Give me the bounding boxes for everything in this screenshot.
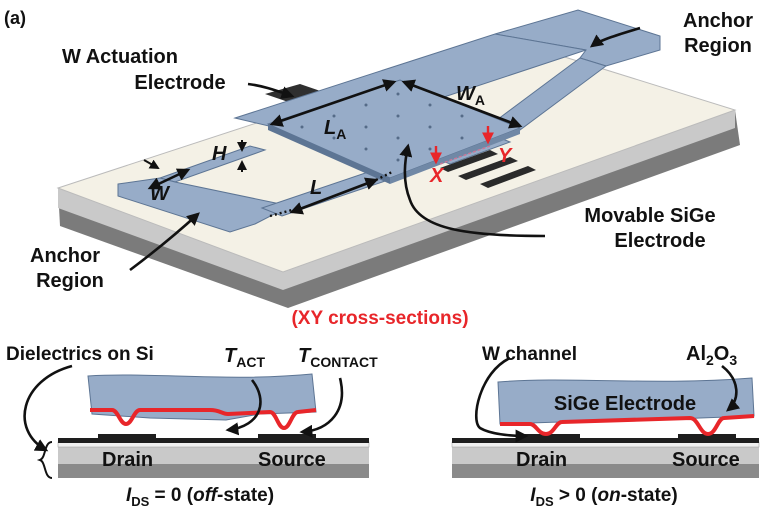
leader-anchor-top: [589, 26, 641, 48]
off-caption: IDS = 0 (off-state): [126, 485, 274, 508]
on-caption: IDS > 0 (on-state): [530, 485, 677, 508]
dim-la-arrow: [269, 79, 397, 127]
off-tcontact-label: TCONTACT: [298, 345, 378, 370]
cut-x-label: X: [429, 165, 445, 187]
off-substrate-gray: [58, 447, 369, 464]
dim-wa-arrow: [401, 79, 523, 129]
on-substrate-gray: [452, 447, 759, 464]
on-red-layer: [500, 414, 755, 437]
on-source-label: Source: [672, 449, 740, 471]
movable-label-1: Movable SiGe: [584, 205, 715, 227]
off-drain-label: Drain: [102, 449, 153, 471]
off-substrate-dark: [58, 464, 369, 478]
cut-y-label: Y: [498, 145, 513, 167]
on-sige-electrode: [497, 377, 755, 425]
off-source-label: Source: [258, 449, 326, 471]
anchor-bottom-label-2: Region: [36, 270, 104, 292]
on-w-metal: [452, 434, 759, 443]
panel-label: (a): [4, 8, 26, 28]
anchor-top-label-2: Region: [684, 35, 752, 57]
dim-w-arrow: [147, 168, 191, 190]
movable-label-2: Electrode: [614, 230, 705, 252]
dim-l-label: L: [310, 177, 322, 199]
dim-w-label: W: [150, 183, 171, 205]
off-dielectrics-label: Dielectrics on Si: [6, 344, 154, 365]
w-actuation-label-2: Electrode: [134, 72, 225, 94]
on-al2o3-label: Al2O3: [686, 343, 737, 368]
dim-h-label: H: [212, 143, 227, 165]
dim-la-label: LA: [324, 117, 346, 142]
off-red-layer: [90, 408, 317, 431]
dim-wa-label: WA: [456, 83, 485, 108]
contact-electrode-2: [458, 157, 518, 180]
dim-l-dots: [269, 208, 293, 218]
leader-movable: [399, 143, 546, 238]
cut-line: [439, 145, 491, 165]
dim-l-arrow: [289, 177, 379, 215]
leader-w-actuation: [247, 82, 295, 99]
anchor-bottom-label-1: Anchor: [30, 245, 100, 267]
off-w-metal: [58, 434, 369, 443]
cross-section-off-state: [23, 364, 370, 479]
contact-electrode-3: [480, 166, 536, 188]
anchor-top-label-1: Anchor: [683, 10, 753, 32]
central-plate-edge: [268, 124, 390, 184]
anchor-top-right: [494, 9, 661, 67]
off-tact-label: TACT: [224, 345, 265, 370]
off-leader-dielectrics: [23, 364, 73, 452]
on-leader-w-channel: [475, 356, 529, 443]
on-w-channel-label: W channel: [482, 344, 577, 365]
off-leader-tact: [225, 379, 262, 436]
w-actuation-label-1: W Actuation: [62, 46, 178, 68]
off-sige-electrode: [87, 373, 317, 421]
off-bracket: [36, 441, 53, 479]
on-drain-label: Drain: [516, 449, 567, 471]
on-leader-al2o3: [721, 364, 741, 412]
contact-electrode-1: [440, 150, 498, 172]
on-sige-label: SiGe Electrode: [554, 393, 696, 415]
on-substrate-dark: [452, 464, 759, 478]
device-3d-view: [56, 9, 740, 308]
off-leader-tcontact: [299, 377, 344, 438]
cross-section-on-state: [451, 356, 760, 478]
dim-w-left-arrow: [143, 159, 160, 169]
cross-sections-title: (XY cross-sections): [291, 308, 468, 329]
leader-anchor-bottom: [129, 212, 200, 272]
